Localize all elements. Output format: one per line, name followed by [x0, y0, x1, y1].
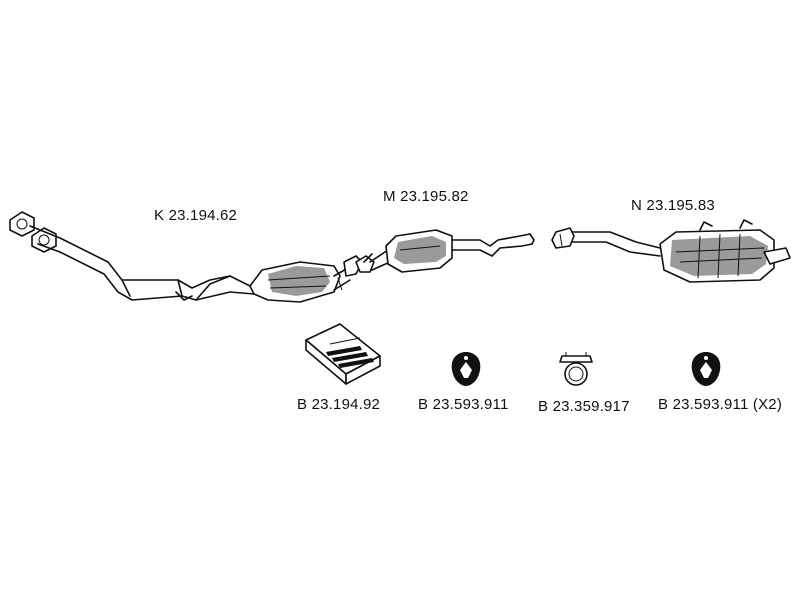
middle-silencer-part — [355, 229, 535, 273]
middle-silencer-label: M 23.195.82 — [383, 188, 469, 205]
rear-silencer-part — [551, 219, 791, 283]
mounting-kit-label: B 23.194.92 — [297, 396, 381, 413]
clamp-part — [559, 352, 593, 386]
rubber-mount-1-label: B 23.593.911 — [418, 396, 509, 413]
clamp-label: B 23.359.917 — [538, 398, 630, 415]
front-pipe-part — [9, 211, 363, 303]
rear-silencer-label: N 23.195.83 — [631, 197, 715, 214]
mounting-kit-part — [305, 323, 381, 385]
front-pipe-label: K 23.194.62 — [154, 207, 238, 224]
rubber-mount-1-part — [451, 352, 481, 386]
rubber-mount-2-part — [691, 352, 721, 386]
rubber-mount-2-label: B 23.593.911 (X2) — [658, 396, 783, 413]
